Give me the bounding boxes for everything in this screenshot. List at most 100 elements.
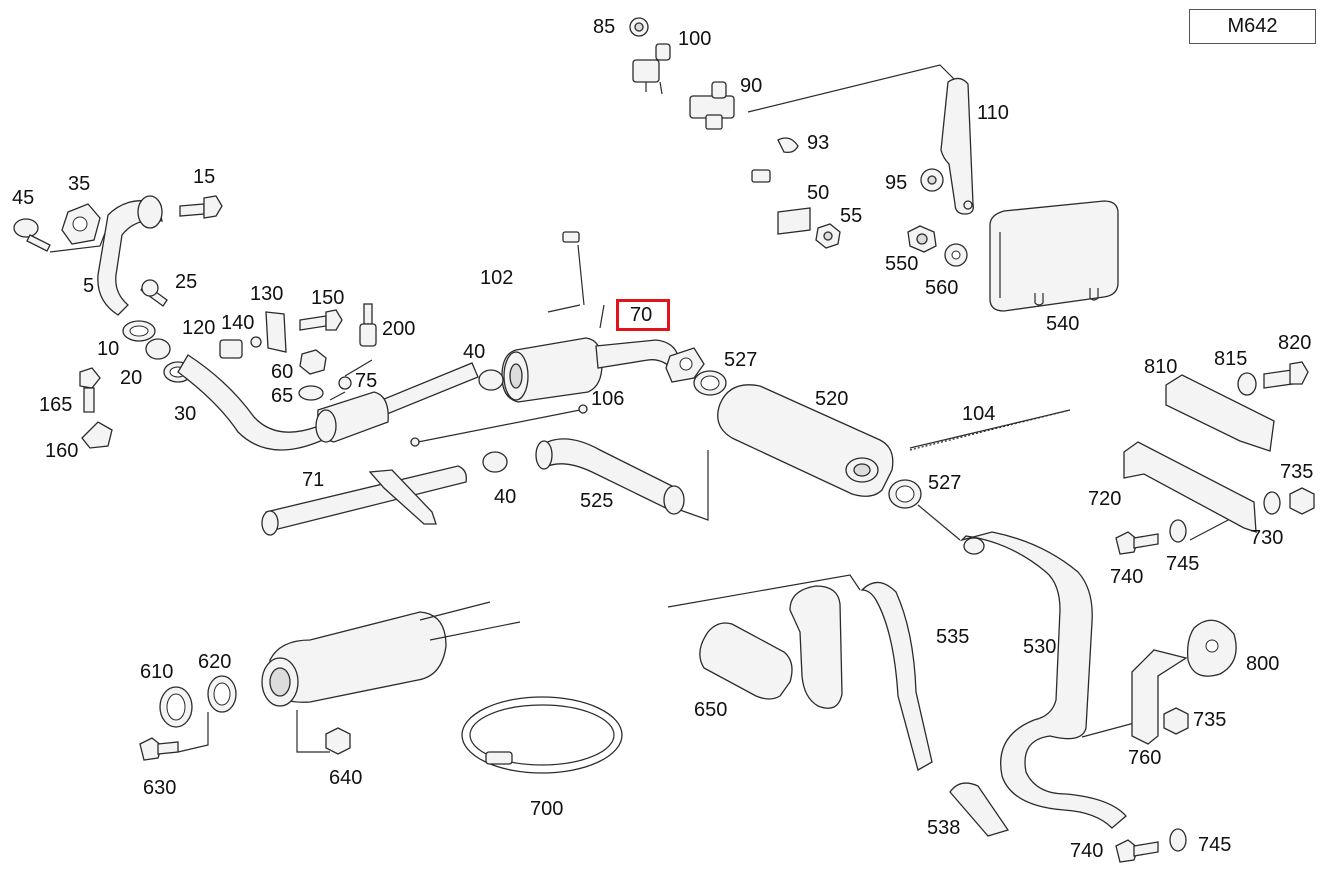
tip-538[interactable]: [949, 782, 1010, 837]
bracket-810[interactable]: [1165, 374, 1275, 452]
callout-95[interactable]: 95: [885, 172, 908, 194]
callout-550[interactable]: 550: [885, 253, 919, 275]
callout-5[interactable]: 5: [83, 275, 95, 297]
bracket-720[interactable]: [1123, 441, 1257, 533]
callout-35[interactable]: 35: [68, 173, 91, 195]
callout-102[interactable]: 102: [480, 267, 514, 289]
callout-130[interactable]: 130: [250, 283, 284, 305]
hose-ring-700[interactable]: [461, 696, 623, 774]
callout-700[interactable]: 700: [530, 798, 564, 820]
bracket-130[interactable]: [265, 311, 287, 353]
washer-745a[interactable]: [1169, 519, 1187, 543]
callout-740a[interactable]: 740: [1110, 566, 1144, 588]
callout-165[interactable]: 165: [39, 394, 73, 416]
washer-815[interactable]: [1237, 372, 1257, 396]
callout-525[interactable]: 525: [580, 490, 614, 512]
callout-735b[interactable]: 735: [1193, 709, 1227, 731]
callout-200[interactable]: 200: [382, 318, 416, 340]
nut-735b[interactable]: [1163, 707, 1189, 735]
gasket-35[interactable]: [61, 203, 101, 245]
clip-93[interactable]: [777, 137, 799, 154]
callout-45[interactable]: 45: [12, 187, 35, 209]
callout-630[interactable]: 630: [143, 777, 177, 799]
gasket-527b[interactable]: [888, 479, 922, 509]
muffler-650[interactable]: [699, 585, 843, 709]
rear-muffler-520[interactable]: [717, 384, 894, 497]
nut-735a[interactable]: [1289, 487, 1315, 515]
dpf-70[interactable]: [501, 337, 705, 403]
callout-535[interactable]: 535: [936, 626, 970, 648]
washer-560[interactable]: [944, 243, 968, 267]
bolt-150[interactable]: [299, 309, 343, 331]
pipe-535[interactable]: [860, 581, 933, 771]
callout-110[interactable]: 110: [977, 102, 1009, 124]
gasket-10[interactable]: [122, 320, 156, 342]
callout-65[interactable]: 65: [271, 385, 294, 407]
callout-93[interactable]: 93: [807, 132, 830, 154]
front-pipe-30[interactable]: [177, 354, 479, 451]
pipe-71[interactable]: [261, 465, 467, 536]
bolt-740b[interactable]: [1115, 839, 1159, 863]
sensor-90[interactable]: [689, 81, 735, 130]
bracket-50[interactable]: [777, 207, 811, 235]
callout-815[interactable]: 815: [1214, 348, 1248, 370]
nut-95[interactable]: [920, 168, 944, 192]
callout-620[interactable]: 620: [198, 651, 232, 673]
callout-800[interactable]: 800: [1246, 653, 1280, 675]
callout-150[interactable]: 150: [311, 287, 345, 309]
callout-55[interactable]: 55: [840, 205, 863, 227]
callout-30[interactable]: 30: [174, 403, 197, 425]
plug-75[interactable]: [338, 376, 352, 390]
rod-104[interactable]: [909, 409, 1071, 451]
washer-730[interactable]: [1263, 491, 1281, 515]
callout-10[interactable]: 10: [97, 338, 120, 360]
callout-610[interactable]: 610: [140, 661, 174, 683]
heat-shield-540[interactable]: [989, 200, 1119, 312]
sensor-200[interactable]: [359, 303, 377, 347]
washer-745b[interactable]: [1169, 828, 1187, 852]
callout-20[interactable]: 20: [120, 367, 143, 389]
callout-740b[interactable]: 740: [1070, 840, 1104, 862]
pressure-sensor-100[interactable]: [632, 43, 671, 95]
callout-100[interactable]: 100: [678, 28, 712, 50]
callout-650[interactable]: 650: [694, 699, 728, 721]
hanger-800[interactable]: [1186, 619, 1237, 677]
bracket-760[interactable]: [1131, 649, 1188, 745]
bolt-740a[interactable]: [1115, 531, 1159, 555]
exhaust-elbow-5[interactable]: [97, 195, 163, 316]
bolt-45[interactable]: [13, 218, 51, 252]
callout-730[interactable]: 730: [1250, 527, 1284, 549]
hose-525[interactable]: [535, 438, 685, 515]
callout-560[interactable]: 560: [925, 277, 959, 299]
callout-530[interactable]: 530: [1023, 636, 1057, 658]
bracket-110[interactable]: [940, 77, 974, 215]
catalytic-converter[interactable]: [315, 391, 389, 443]
nut-550[interactable]: [907, 225, 937, 253]
callout-50[interactable]: 50: [807, 182, 830, 204]
callout-735a[interactable]: 735: [1280, 461, 1314, 483]
clamp-40b[interactable]: [482, 451, 508, 473]
block-140[interactable]: [219, 336, 262, 359]
nut-640[interactable]: [325, 727, 351, 755]
callout-60[interactable]: 60: [271, 361, 294, 383]
callout-538[interactable]: 538: [927, 817, 961, 839]
clamp-40a[interactable]: [478, 369, 504, 391]
callout-120[interactable]: 120: [182, 317, 216, 339]
callout-70[interactable]: 70: [630, 304, 653, 326]
bolt-820[interactable]: [1263, 361, 1309, 389]
clamp-620[interactable]: [207, 675, 237, 713]
callout-745b[interactable]: 745: [1198, 834, 1232, 856]
callout-85[interactable]: 85: [593, 16, 616, 38]
callout-15[interactable]: 15: [193, 166, 216, 188]
callout-90[interactable]: 90: [740, 75, 763, 97]
callout-140[interactable]: 140: [221, 312, 255, 334]
callout-540[interactable]: 540: [1046, 313, 1080, 335]
callout-106[interactable]: 106: [591, 388, 625, 410]
gasket-527a[interactable]: [693, 370, 727, 396]
callout-640[interactable]: 640: [329, 767, 363, 789]
stud-25[interactable]: [140, 279, 168, 307]
callout-40b[interactable]: 40: [494, 486, 517, 508]
pressure-sensor-85[interactable]: [629, 17, 649, 37]
bolt-165[interactable]: [79, 367, 101, 413]
ring-610[interactable]: [159, 686, 193, 728]
